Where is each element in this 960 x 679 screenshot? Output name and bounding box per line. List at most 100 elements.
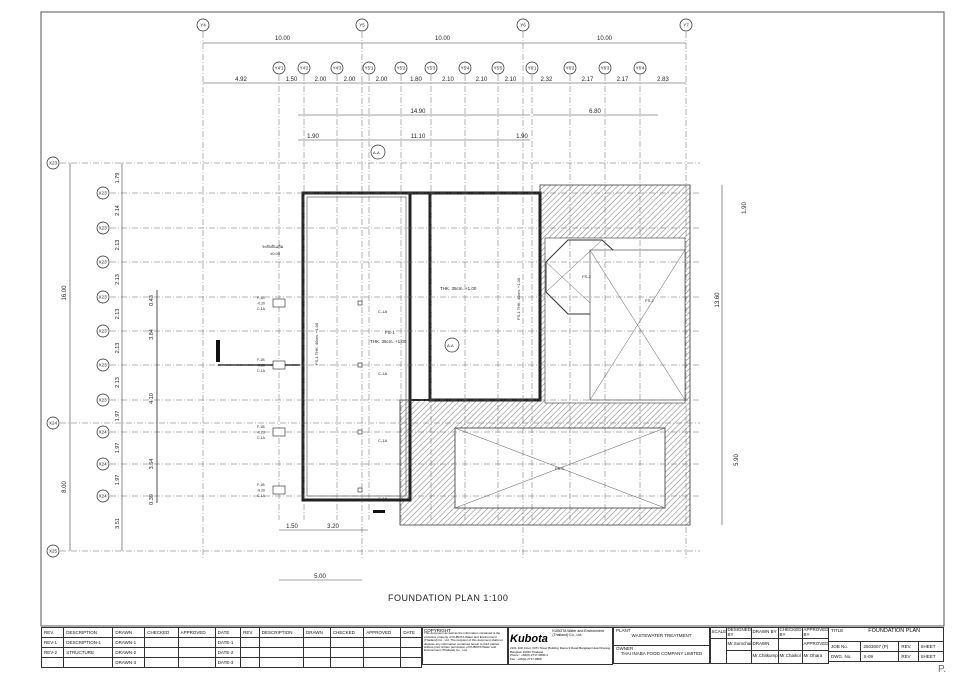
dimension-text: 1.50 <box>286 524 298 530</box>
footing-label: F-1B <box>257 358 265 362</box>
slab-thickness-label-2: THK. 35cm. +1.00 <box>440 286 477 291</box>
dimension-text: 1.50 <box>286 77 298 83</box>
dimension-text: 2.32 <box>541 77 553 83</box>
dimension-text: 10.00 <box>275 36 291 42</box>
grid-bubble <box>96 290 110 304</box>
grid-bubble <box>394 61 408 75</box>
grid-bubble <box>272 61 286 75</box>
grid-label: Y5 <box>359 23 365 28</box>
grid-bubble <box>516 18 530 32</box>
column-label: C-1A <box>257 436 266 440</box>
dimension-text: 2.13 <box>115 274 121 285</box>
grid-label: X23' <box>99 260 108 265</box>
dimension-text: 10.00 <box>435 36 451 42</box>
grid-bubble <box>96 489 110 503</box>
grid-bubble <box>96 425 110 439</box>
dimension-text: 2.10 <box>505 77 517 83</box>
footing-symbol <box>272 360 286 370</box>
grid-label: X24' <box>99 494 108 499</box>
footing-label: F-1B <box>257 483 265 487</box>
tank-label: FS-2 <box>582 274 591 279</box>
grid-bubble <box>355 18 369 32</box>
slab-side-label-2: FS-1 THK. 40cm. +1.00 <box>516 277 521 320</box>
dimension-text: 1.90 <box>742 202 748 214</box>
footing-label: F-1B <box>257 296 265 300</box>
dimension-text: 8.00 <box>62 481 68 493</box>
dimension-text: 1.97 <box>115 411 121 422</box>
footing-label: F-1B <box>257 425 265 429</box>
grid-label: Y6 <box>520 23 526 28</box>
dimension-text: 11.10 <box>411 134 426 140</box>
page-mark: P. <box>938 664 947 675</box>
grid-label: Y5'1 <box>365 66 374 71</box>
dimension-text: 2.17 <box>617 77 629 83</box>
footing-symbol <box>272 485 286 495</box>
footing-symbol <box>272 298 286 308</box>
dimension-text: 1.97 <box>115 475 121 486</box>
grid-label: X23' <box>99 295 108 300</box>
footing-level: -0.20 <box>257 302 265 306</box>
grid-label: X23' <box>99 329 108 334</box>
grid-bubble <box>491 61 505 75</box>
grid-bubble <box>330 61 344 75</box>
grid-label: X23 <box>49 161 58 166</box>
grid-label: X23' <box>99 363 108 368</box>
dimension-text: 5.00 <box>314 574 326 580</box>
dimension-text: 3.20 <box>327 524 339 530</box>
grid-bubble <box>96 255 110 269</box>
grid-label: Y5'4 <box>461 66 470 71</box>
dimension-text: 10.00 <box>597 36 613 42</box>
dimension-text: 13.60 <box>715 292 721 308</box>
footing-level: -0.20 <box>257 364 265 368</box>
grid-bubble <box>46 544 60 558</box>
grid-bubble <box>458 61 472 75</box>
dimension-text: 0.39 <box>149 494 155 505</box>
column-symbol <box>357 300 363 306</box>
grid-bubble <box>362 61 376 75</box>
svg-text:A-A: A-A <box>447 343 454 348</box>
column-label: C-1A <box>378 496 387 501</box>
grid-bubble <box>196 18 210 32</box>
grid-bubble <box>424 61 438 75</box>
grid-label: X23' <box>99 191 108 196</box>
dimension-text: 1.79 <box>115 173 121 184</box>
grid-bubble <box>96 393 110 407</box>
dimension-text: 2.10 <box>476 77 488 83</box>
dimension-text: 2.00 <box>344 77 356 83</box>
grid-label: Y4'2 <box>300 66 309 71</box>
dimension-text: 1.97 <box>115 443 121 454</box>
tank-label: FS-2 <box>645 298 654 303</box>
kubota-logo: Kubota <box>510 633 548 645</box>
column-label: C-1A <box>378 371 387 376</box>
dimension-text: 16.00 <box>62 285 68 301</box>
grid-label: Y5'5 <box>494 66 503 71</box>
grid-bubble <box>563 61 577 75</box>
dimension-text: 0.43 <box>149 295 155 306</box>
slab-side-label: FS-1 THK. 40cm. +1.00 <box>314 322 319 365</box>
grid-label: Y6'2 <box>566 66 575 71</box>
footing-level: -0.20 <box>257 431 265 435</box>
hatched-structure <box>399 184 691 526</box>
company-block: Kubota KUBOTA Water and Environment (Tha… <box>508 627 613 665</box>
slab-label: FS-1 <box>385 330 395 335</box>
dimension-text: 4.10 <box>149 393 155 404</box>
ground-level-value: ±0.00 <box>270 251 281 256</box>
dimension-text: 2.13 <box>115 343 121 354</box>
ground-level-label: ระดับดินเดิม <box>262 244 284 249</box>
footing-level: -0.20 <box>257 489 265 493</box>
dimension-text: 4.92 <box>235 77 247 83</box>
dimension-text: 2.17 <box>582 77 594 83</box>
grid-bubble <box>46 416 60 430</box>
column-symbol <box>357 429 363 435</box>
dimension-text: 1.80 <box>410 77 422 83</box>
grid-bubble <box>96 221 110 235</box>
grid-label: Y6'3 <box>601 66 610 71</box>
